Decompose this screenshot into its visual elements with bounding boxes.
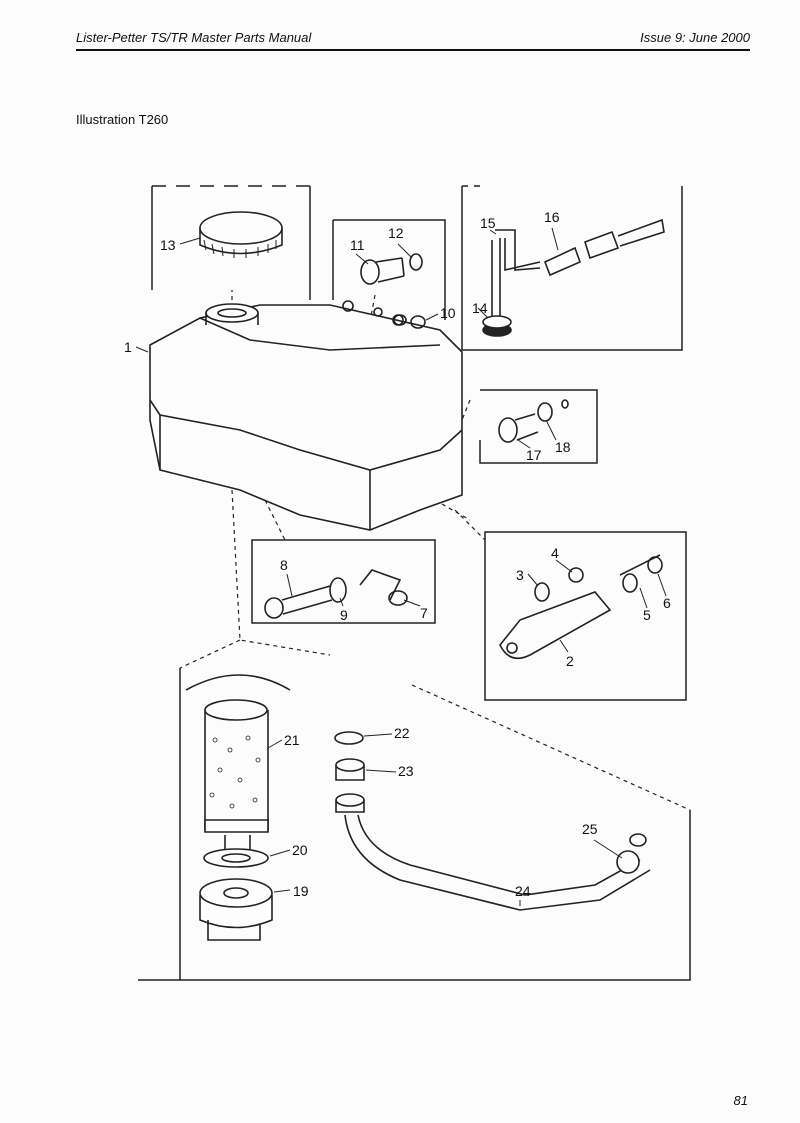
bolt-and-washer-11-12 (360, 253, 423, 285)
callout-15: 15 (480, 215, 496, 231)
washers-10 (393, 314, 426, 329)
header-rule (76, 49, 750, 51)
callout-20: 20 (292, 842, 308, 858)
callout-24: 24 (515, 883, 531, 899)
projection-lines (179, 290, 691, 811)
callout-9: 9 (340, 607, 348, 623)
bolt-and-washer-17-18 (498, 399, 569, 443)
fuel-tank (149, 300, 463, 531)
detail-frames (138, 185, 691, 981)
callout-18: 18 (555, 439, 571, 455)
callout-25: 25 (582, 821, 598, 837)
callout-10: 10 (440, 305, 456, 321)
callout-14: 14 (472, 300, 488, 316)
callout-4: 4 (551, 545, 559, 561)
callout-23: 23 (398, 763, 414, 779)
callout-21: 21 (284, 732, 300, 748)
callout-12: 12 (388, 225, 404, 241)
bracket-assembly-2-6 (499, 554, 663, 660)
manual-title: Lister-Petter TS/TR Master Parts Manual (76, 30, 312, 45)
callout-5: 5 (643, 607, 651, 623)
illustration-label: Illustration T260 (76, 112, 169, 127)
page-number: 81 (733, 1093, 748, 1108)
callout-labels: 1 2 3 4 5 6 7 8 9 10 11 12 13 14 15 16 1… (124, 209, 671, 899)
callout-8: 8 (280, 557, 288, 573)
fuel-hose-22-25 (334, 731, 651, 911)
callout-2: 2 (566, 653, 574, 669)
callout-6: 6 (663, 595, 671, 611)
callout-11: 11 (350, 237, 365, 253)
pipe-assembly-14-16 (482, 218, 665, 337)
callout-16: 16 (544, 209, 560, 225)
callout-13: 13 (160, 237, 176, 253)
callout-1: 1 (124, 339, 132, 355)
callout-3: 3 (516, 567, 524, 583)
callout-19: 19 (293, 883, 309, 899)
callout-17: 17 (526, 447, 542, 463)
filler-cap (199, 211, 283, 258)
callout-22: 22 (394, 725, 410, 741)
issue-date: Issue 9: June 2000 (640, 30, 750, 45)
filter-assembly-19-21 (185, 674, 291, 941)
callout-leaders (135, 227, 667, 906)
bracket-bolt-7-9 (264, 569, 408, 619)
callout-7: 7 (420, 605, 428, 621)
